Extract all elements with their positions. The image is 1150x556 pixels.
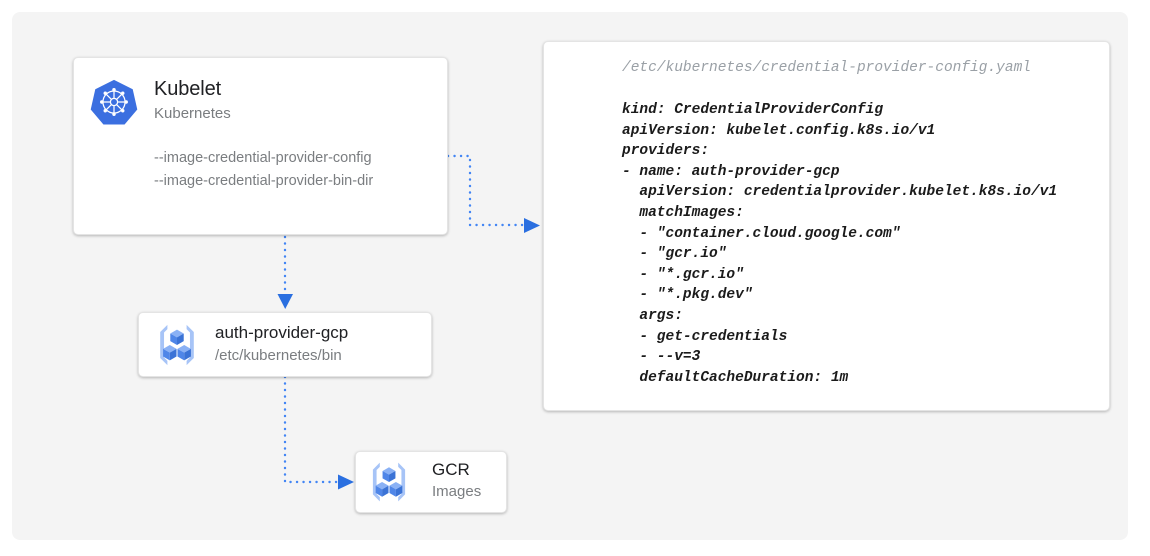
kubelet-subtitle: Kubernetes [154, 105, 231, 122]
gcr-subtitle: Images [432, 483, 482, 500]
auth-provider-card[interactable]: auth-provider-gcp /etc/kubernetes/bin [138, 312, 432, 377]
yaml-content: kind: CredentialProviderConfig apiVersio… [622, 102, 1058, 386]
auth-provider-subtitle: /etc/kubernetes/bin [215, 347, 342, 364]
gcr-title: GCR [432, 460, 470, 479]
kubelet-flag-config: --image-credential-provider-config [154, 150, 372, 166]
kubelet-title: Kubelet [154, 78, 222, 100]
kubelet-card[interactable]: Kubelet Kubernetes --image-credential-pr… [73, 57, 448, 235]
gcp-container-registry-icon [160, 324, 194, 366]
auth-provider-title: auth-provider-gcp [215, 323, 349, 342]
gcp-container-registry-icon [372, 462, 406, 502]
gcr-card[interactable]: GCR Images [355, 451, 507, 513]
yaml-file-path: /etc/kubernetes/credential-provider-conf… [622, 60, 1031, 76]
kubernetes-logo-icon [90, 79, 138, 125]
yaml-config-card[interactable]: /etc/kubernetes/credential-provider-conf… [543, 41, 1110, 411]
kubelet-flag-bin-dir: --image-credential-provider-bin-dir [154, 173, 374, 189]
